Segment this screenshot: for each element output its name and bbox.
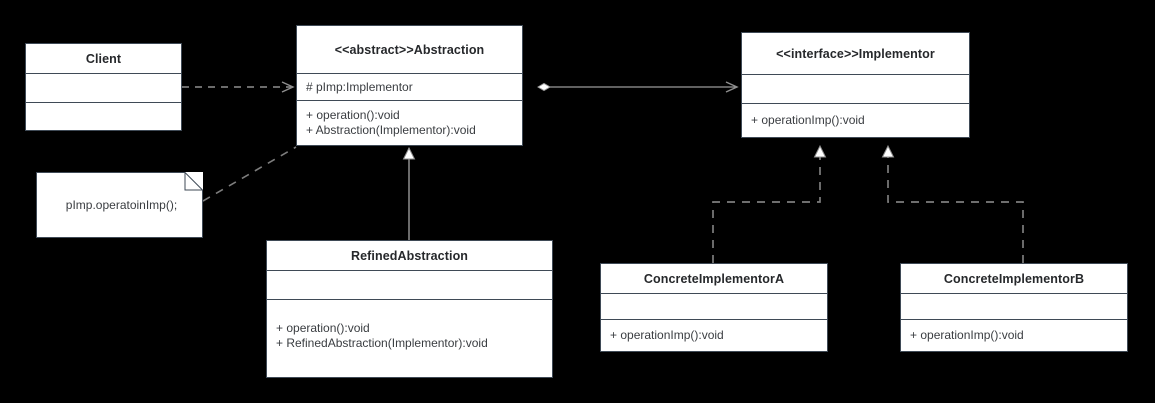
class-separator — [297, 73, 522, 74]
edge-concreteimplementora-realization — [712, 144, 827, 263]
class-attributes-refined-abstraction — [267, 271, 552, 299]
class-name-concrete-implementor-b: ConcreteImplementorB — [943, 271, 1085, 286]
class-separator — [901, 319, 1127, 320]
note-shape — [36, 172, 203, 238]
class-operations-refined-abstraction: + operation():void + RefinedAbstraction(… — [276, 321, 488, 350]
class-operations-concrete-implementor-b: + operationImp():void — [910, 328, 1024, 342]
class-operations-concrete-implementor-a: + operationImp():void — [610, 328, 724, 342]
class-separator — [26, 102, 181, 103]
class-box-refined-abstraction[interactable]: RefinedAbstraction + operation():void + … — [266, 240, 553, 378]
class-separator — [297, 100, 522, 101]
class-separator — [601, 319, 827, 320]
class-attributes-implementor — [742, 75, 969, 103]
edge-note-anchor — [202, 146, 297, 202]
class-attributes-abstraction: # pImp:Implementor — [306, 79, 413, 94]
class-separator — [267, 270, 552, 271]
edge-concreteimplementorb-realization — [881, 144, 1024, 263]
class-operations-implementor: + operationImp():void — [751, 113, 865, 127]
class-box-concrete-implementor-a[interactable]: ConcreteImplementorA + operationImp():vo… — [600, 263, 828, 352]
class-separator — [901, 293, 1127, 294]
class-name-abstraction: <<abstract>>Abstraction — [334, 42, 485, 57]
class-box-client[interactable]: Client — [25, 43, 182, 131]
class-box-abstraction[interactable]: <<abstract>>Abstraction # pImp:Implement… — [296, 25, 523, 146]
class-operations-client — [26, 103, 181, 130]
class-separator — [26, 73, 181, 74]
note-box[interactable]: pImp.operatoinImp(); — [36, 172, 203, 238]
class-name-client: Client — [85, 51, 122, 66]
class-separator — [267, 299, 552, 300]
class-name-concrete-implementor-a: ConcreteImplementorA — [643, 271, 785, 286]
class-operations-abstraction: + operation():void + Abstraction(Impleme… — [306, 108, 476, 137]
class-attributes-client — [26, 74, 181, 102]
class-box-implementor[interactable]: <<interface>>Implementor + operationImp(… — [741, 32, 970, 138]
class-separator — [742, 74, 969, 75]
class-attributes-concrete-implementor-b — [901, 294, 1127, 319]
class-name-refined-abstraction: RefinedAbstraction — [350, 248, 469, 263]
note-text: pImp.operatoinImp(); — [65, 198, 178, 212]
class-box-concrete-implementor-b[interactable]: ConcreteImplementorB + operationImp():vo… — [900, 263, 1128, 352]
class-attributes-concrete-implementor-a — [601, 294, 827, 319]
class-name-implementor: <<interface>>Implementor — [776, 46, 935, 61]
class-separator — [742, 103, 969, 104]
class-separator — [601, 293, 827, 294]
